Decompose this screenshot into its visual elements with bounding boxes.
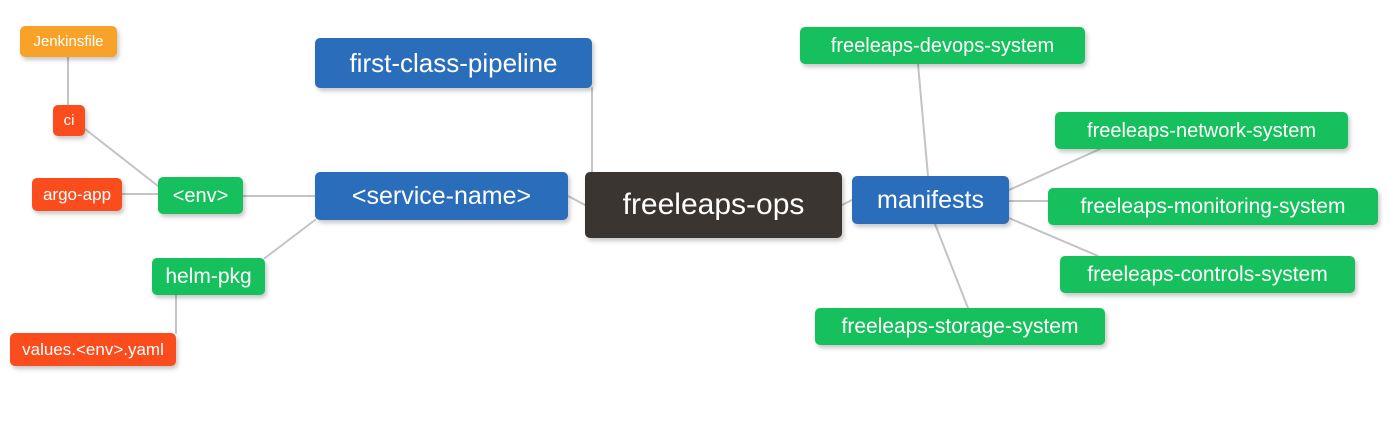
- node-controls-system[interactable]: freeleaps-controls-system: [1060, 256, 1355, 293]
- node-ci[interactable]: ci: [53, 105, 85, 136]
- node-label-controls-system: freeleaps-controls-system: [1087, 263, 1328, 286]
- node-label-argo-app: argo-app: [42, 185, 112, 204]
- node-label-values-yaml: values.<env>.yaml: [22, 340, 164, 359]
- node-label-service-name: <service-name>: [351, 181, 532, 210]
- edge-manifests-network: [1008, 148, 1101, 191]
- edge-root-service-name: [567, 195, 586, 206]
- node-label-devops-system: freeleaps-devops-system: [830, 34, 1055, 57]
- edge-root-manifests: [841, 199, 853, 206]
- node-label-storage-system: freeleaps-storage-system: [841, 315, 1079, 338]
- node-label-ci: ci: [63, 112, 75, 129]
- node-argo-app[interactable]: argo-app: [32, 178, 122, 211]
- edge-service-name-helm-pkg: [264, 219, 316, 259]
- node-label-env: <env>: [172, 184, 229, 207]
- node-monitoring-system[interactable]: freeleaps-monitoring-system: [1048, 188, 1378, 225]
- node-env[interactable]: <env>: [158, 177, 243, 214]
- edge-manifests-devops: [917, 63, 929, 177]
- node-network-system[interactable]: freeleaps-network-system: [1055, 112, 1348, 149]
- node-label-jenkinsfile: Jenkinsfile: [33, 33, 104, 50]
- node-freeleaps-ops[interactable]: freeleaps-ops: [585, 172, 842, 238]
- node-label-manifests: manifests: [877, 185, 984, 214]
- node-label-first-class-pipeline: first-class-pipeline: [349, 48, 558, 78]
- edge-manifests-storage: [934, 223, 969, 309]
- node-service-name[interactable]: <service-name>: [315, 172, 568, 220]
- node-label-monitoring-system: freeleaps-monitoring-system: [1080, 195, 1346, 218]
- node-label-helm-pkg: helm-pkg: [165, 265, 252, 288]
- node-label-freeleaps-ops: freeleaps-ops: [622, 188, 805, 221]
- node-values-yaml[interactable]: values.<env>.yaml: [10, 333, 176, 366]
- node-helm-pkg[interactable]: helm-pkg: [152, 258, 265, 295]
- node-jenkinsfile[interactable]: Jenkinsfile: [20, 26, 117, 57]
- node-first-class-pipeline[interactable]: first-class-pipeline: [315, 38, 592, 88]
- node-devops-system[interactable]: freeleaps-devops-system: [800, 27, 1085, 64]
- node-storage-system[interactable]: freeleaps-storage-system: [815, 308, 1105, 345]
- node-manifests[interactable]: manifests: [852, 176, 1009, 224]
- node-label-network-system: freeleaps-network-system: [1087, 119, 1316, 142]
